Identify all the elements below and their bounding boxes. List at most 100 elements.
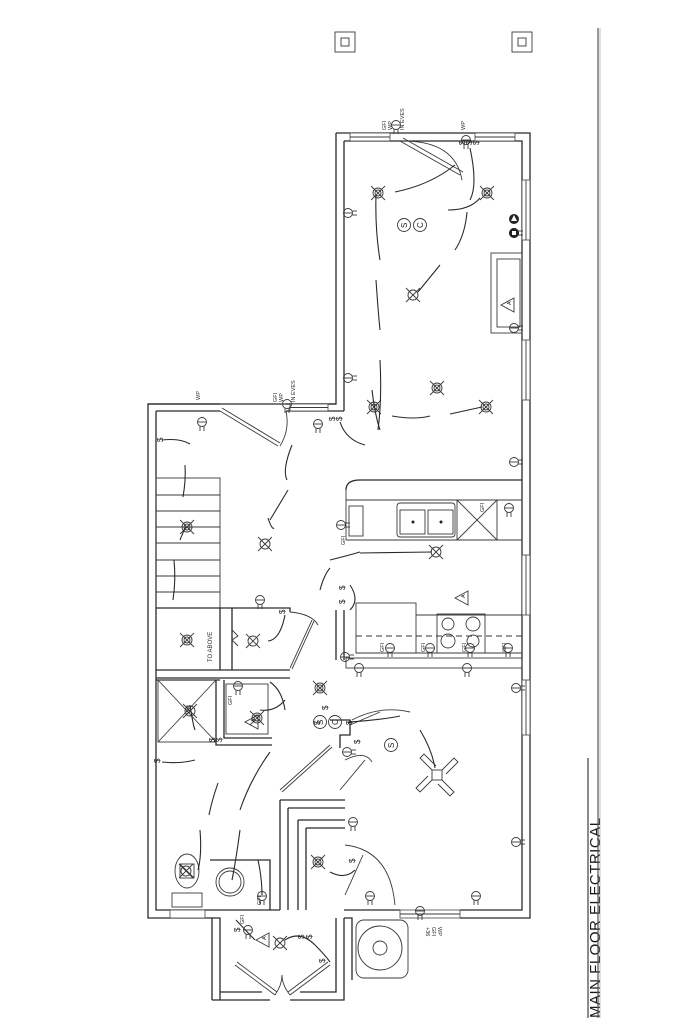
- window: [399, 909, 461, 919]
- svg-text:S: S: [387, 743, 396, 748]
- svg-text:C: C: [331, 719, 340, 725]
- label-gfi-wp-eves-top: GFI WP IN EVES: [382, 108, 406, 130]
- svg-text:S: S: [316, 720, 325, 725]
- switch-icon: $: [465, 140, 474, 145]
- label-gfi-dishwasher: GFI: [480, 502, 486, 512]
- window: [521, 179, 531, 241]
- switch-icon: $: [345, 720, 354, 725]
- label-gfi-wp-eves-mid: GFI WP IN EVES: [273, 380, 297, 402]
- duplex-outlet-icon: [425, 643, 435, 657]
- svg-text:GFI: GFI: [380, 642, 386, 652]
- duplex-outlet-icon: [511, 837, 525, 847]
- kitchen: [345, 479, 523, 669]
- duplex-outlet-icon: [343, 373, 357, 383]
- range: [436, 613, 486, 654]
- switch-icon: $: [338, 585, 347, 590]
- switch-icon: $: [321, 705, 330, 710]
- duplex-outlet-icon: [415, 906, 425, 920]
- door-living: [339, 709, 411, 791]
- post-marker: [511, 31, 533, 53]
- recessed-light-icon: [179, 519, 195, 535]
- dishwasher: [456, 499, 498, 541]
- electrical-panel-icon: A: [255, 932, 270, 948]
- duplex-outlet-icon: [465, 643, 475, 657]
- duplex-outlet-icon: [336, 520, 350, 530]
- window: [474, 132, 516, 142]
- laundry: [225, 683, 269, 735]
- switch-icon: $: [313, 720, 322, 725]
- svg-text:IN EVES: IN EVES: [400, 108, 406, 130]
- svg-text:IN EVES: IN EVES: [291, 380, 297, 402]
- label-gfi-bottom: +36 GFI WP: [424, 927, 442, 937]
- ceiling-light-icon: [428, 544, 444, 560]
- duplex-outlet-icon: [342, 747, 356, 757]
- svg-text:GFI: GFI: [421, 642, 427, 652]
- svg-text:GFI: GFI: [228, 695, 234, 705]
- label-gfi-counter: GFI: [380, 642, 386, 652]
- duplex-outlet-icon: [471, 891, 481, 905]
- switch-icon: $: [278, 609, 287, 614]
- svg-text:WP: WP: [279, 393, 285, 402]
- switch-icon: $: [328, 416, 337, 421]
- switch-icon: $: [215, 737, 224, 742]
- duplex-outlet-icon: [343, 208, 357, 218]
- switch-icon: $: [335, 416, 344, 421]
- duplex-outlet-icon: [197, 417, 207, 431]
- label-gfi-entry: GFI: [240, 914, 246, 924]
- svg-text:GFI: GFI: [382, 120, 388, 130]
- recessed-light-icon: [370, 185, 386, 201]
- co-detector-icon: C: [413, 218, 427, 232]
- ceiling-light-icon: [178, 863, 194, 879]
- label-wp-top-door: WP: [461, 121, 467, 130]
- duplex-outlet-icon: [282, 399, 292, 413]
- ceiling-light-icon: [272, 935, 288, 951]
- duplex-outlet-icon: [365, 891, 375, 905]
- doorbell-icon: [509, 214, 519, 224]
- detectors: S C S C S: [313, 218, 427, 752]
- recessed-light-icon: [310, 854, 326, 870]
- fireplace: [490, 252, 523, 334]
- svg-text:GFI: GFI: [480, 502, 486, 512]
- window: [169, 909, 206, 919]
- duplex-outlet-icon: [509, 323, 523, 333]
- post-marker: [334, 31, 356, 53]
- svg-text:WP: WP: [461, 121, 467, 130]
- switch-icon: $: [353, 739, 362, 744]
- door-front: [219, 407, 288, 447]
- svg-text:A: A: [461, 594, 467, 598]
- label-gfi-bath: GFI: [257, 895, 263, 905]
- svg-text:A: A: [251, 718, 257, 722]
- smoke-detector-icon: S: [313, 715, 327, 729]
- door-entry-double: [234, 961, 331, 996]
- duplex-outlet-icon: [462, 663, 472, 677]
- svg-text:WP: WP: [388, 121, 394, 130]
- label-wp-front: WP: [196, 391, 202, 400]
- label-gfi-counter: GFI: [502, 642, 508, 652]
- switch-icon: $: [348, 858, 357, 863]
- duplex-outlet-icon: [313, 419, 323, 433]
- ceiling-light-icon: [257, 536, 273, 552]
- door-closet: [289, 611, 319, 670]
- switch-icon: $: [153, 758, 162, 763]
- duplex-outlet-icon: [511, 683, 525, 693]
- door-top: [399, 137, 464, 181]
- svg-text:C: C: [416, 222, 425, 228]
- svg-text:GFI: GFI: [502, 642, 508, 652]
- co-detector-icon: C: [328, 715, 342, 729]
- label-gfi-laundry: GFI: [228, 695, 234, 705]
- window: [521, 679, 531, 736]
- smoke-detector-icon: S: [384, 738, 398, 752]
- recessed-light-icon: [479, 185, 495, 201]
- window: [349, 132, 391, 142]
- water-heater: [215, 867, 245, 897]
- switch-icon: $: [338, 599, 347, 604]
- recessed-light-icon: [179, 632, 195, 648]
- duplex-outlet-icon: [340, 652, 354, 662]
- switch-icon: $: [305, 934, 314, 939]
- outlets: [197, 120, 525, 939]
- ceiling-fan: [415, 753, 459, 797]
- electrical-panel-icon: A: [454, 590, 469, 606]
- svg-text:S: S: [400, 223, 409, 228]
